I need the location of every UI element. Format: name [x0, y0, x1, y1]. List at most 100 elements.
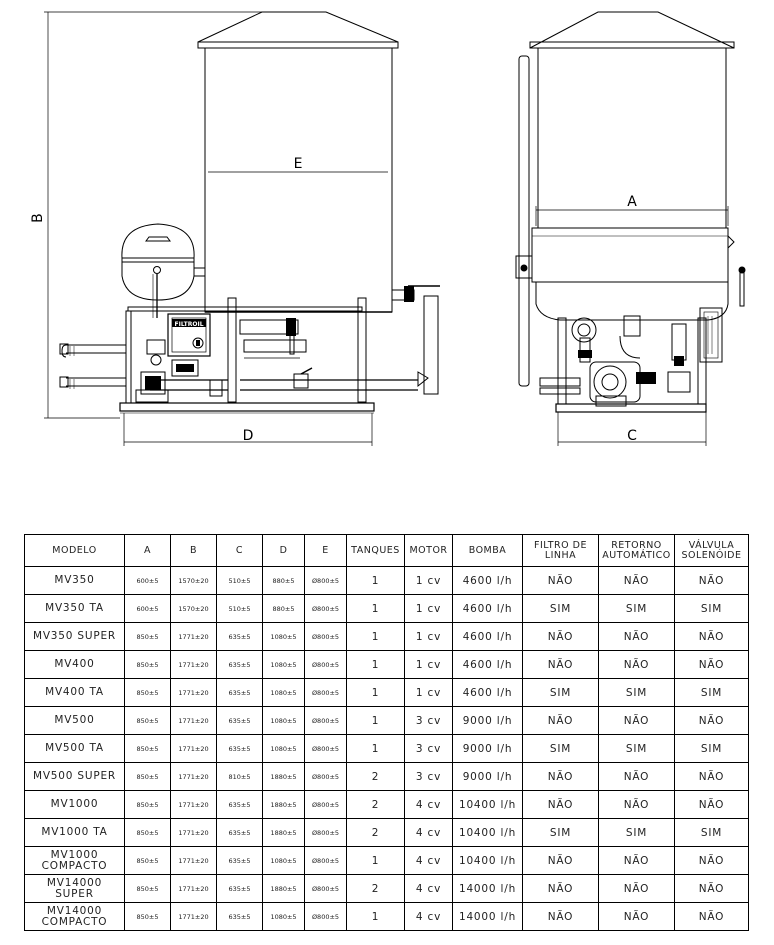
table-cell: 635±5 [216, 650, 263, 679]
table-cell: 1771±20 [170, 706, 217, 735]
table-cell: NÃO [522, 566, 599, 595]
cell-value: 2 [371, 826, 380, 839]
cell-value: 1880±5 [270, 772, 297, 781]
table-cell: NÃO [674, 874, 749, 903]
table-cell: 1 [346, 846, 405, 875]
table-cell: NÃO [598, 650, 675, 679]
cell-value: 1771±20 [178, 912, 209, 921]
cell-value: 1 [371, 602, 380, 615]
cell-value: 3 cv [415, 742, 442, 755]
cell-value: NÃO [698, 574, 725, 587]
table-cell: 3 cv [404, 734, 453, 763]
table-cell: Ø800±5 [304, 622, 347, 651]
table-cell: NÃO [674, 846, 749, 875]
cell-value: MV500 [54, 714, 95, 726]
cell-value: 1 cv [415, 686, 442, 699]
table-cell: Ø800±5 [304, 678, 347, 707]
cell-value: 1080±5 [270, 716, 297, 725]
table-cell: Ø800±5 [304, 846, 347, 875]
cell-value: 1771±20 [178, 884, 209, 893]
cell-value: SIM [625, 686, 648, 699]
cell-value: 600±5 [136, 576, 159, 585]
table-cell: 1 cv [404, 650, 453, 679]
table-cell: 10400 l/h [452, 790, 523, 819]
cell-value: NÃO [623, 882, 650, 895]
table-cell: 4 cv [404, 902, 453, 931]
cell-value: 4 cv [415, 798, 442, 811]
cell-value: 1 [371, 742, 380, 755]
cell-value: 1771±20 [178, 660, 209, 669]
table-cell: NÃO [674, 622, 749, 651]
cell-value: NÃO [698, 770, 725, 783]
table-cell: SIM [522, 818, 599, 847]
cell-value: 1080±5 [270, 632, 297, 641]
table-cell: NÃO [522, 902, 599, 931]
cell-value: MV400 [54, 658, 95, 670]
cell-value: 1080±5 [270, 912, 297, 921]
cell-value: 4 cv [415, 826, 442, 839]
cell-value: MV350 SUPER [32, 630, 117, 642]
cell-value: NÃO [623, 574, 650, 587]
dimension-c: C [557, 412, 707, 446]
cell-value: NÃO [698, 798, 725, 811]
cell-value: Ø800±5 [311, 632, 340, 641]
header-a: A [124, 534, 171, 567]
table-cell: 635±5 [216, 734, 263, 763]
table-cell: NÃO [598, 706, 675, 735]
table-cell: SIM [598, 594, 675, 623]
cell-value: NÃO [623, 714, 650, 727]
cell-value: 4 cv [415, 854, 442, 867]
cell-value: 850±5 [136, 716, 159, 725]
cell-value: 635±5 [228, 660, 251, 669]
cell-value: 1 [371, 574, 380, 587]
cell-value: Ø800±5 [311, 856, 340, 865]
table-cell: NÃO [522, 650, 599, 679]
table-cell: 4600 l/h [452, 566, 523, 595]
table-cell: 635±5 [216, 818, 263, 847]
cell-value: 850±5 [136, 772, 159, 781]
cell-value: MV350 TA [45, 602, 104, 614]
table-cell: NÃO [522, 706, 599, 735]
table-cell: NÃO [674, 762, 749, 791]
technical-drawing: B E FILTROIL [30, 11, 746, 446]
table-cell: 4600 l/h [452, 678, 523, 707]
table-cell: 850±5 [124, 734, 171, 763]
table-cell: 1 [346, 902, 405, 931]
table-cell: 1880±5 [262, 762, 305, 791]
table-cell: 2 [346, 818, 405, 847]
table-cell: NÃO [598, 874, 675, 903]
table-cell: Ø800±5 [304, 594, 347, 623]
cell-value: NÃO [623, 658, 650, 671]
cell-value: 14000 l/h [458, 910, 517, 923]
table-cell: 1080±5 [262, 706, 305, 735]
table-cell: 850±5 [124, 790, 171, 819]
cell-value: 2 [371, 798, 380, 811]
table-cell: 10400 l/h [452, 818, 523, 847]
table-cell: 4600 l/h [452, 594, 523, 623]
cell-value: NÃO [547, 770, 574, 783]
table-cell: Ø800±5 [304, 902, 347, 931]
table-cell: MV500 [24, 706, 125, 735]
table-cell: 1771±20 [170, 762, 217, 791]
cell-value: NÃO [547, 910, 574, 923]
table-cell: 635±5 [216, 622, 263, 651]
table-cell: 1570±20 [170, 566, 217, 595]
cell-value: 4600 l/h [462, 658, 513, 671]
cell-value: 1 cv [415, 602, 442, 615]
cell-value: SIM [700, 826, 723, 839]
table-cell: 14000 l/h [452, 902, 523, 931]
cell-value: 1080±5 [270, 856, 297, 865]
cell-value: 635±5 [228, 828, 251, 837]
dimension-c-label: C [627, 428, 637, 444]
cell-value: 1 [371, 658, 380, 671]
cell-value: 1 [371, 714, 380, 727]
cell-value: NÃO [547, 882, 574, 895]
table-cell: 635±5 [216, 706, 263, 735]
table-cell: 1080±5 [262, 902, 305, 931]
table-cell: 14000 l/h [452, 874, 523, 903]
header-label: MODELO [52, 544, 97, 556]
cell-value: 850±5 [136, 660, 159, 669]
